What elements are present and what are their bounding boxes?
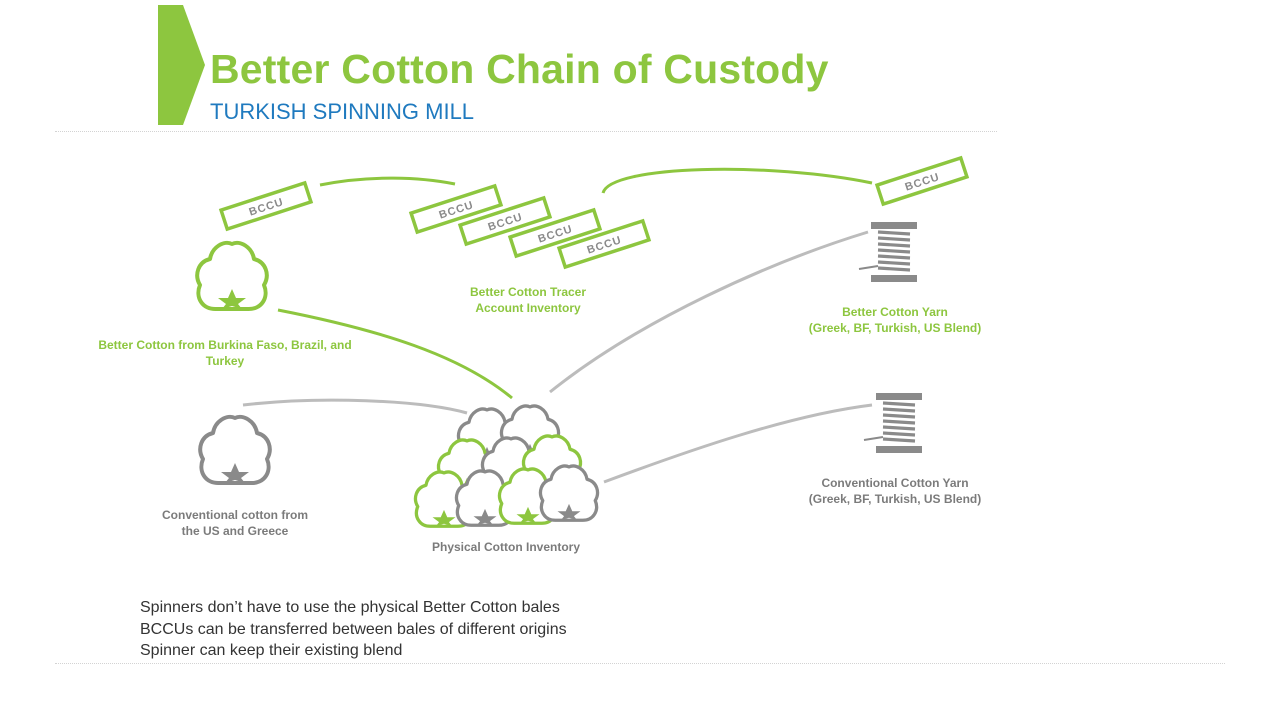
connector-tracer-to-yarn (601, 167, 873, 194)
accent-chevron (158, 5, 205, 125)
connector-physical-to-bc-yarn (549, 230, 869, 394)
conventional-cotton-yarn-spool (862, 391, 924, 455)
better-cotton-boll (195, 240, 269, 312)
label-conventional-origin-line2: the US and Greece (181, 524, 289, 538)
bccu-token: BCCU (556, 218, 652, 270)
key-point: Spinners don’t have to use the physical … (140, 599, 560, 616)
label-conventional-origin-line1: Conventional cotton from (162, 508, 308, 522)
bccu-token: BCCU (507, 207, 603, 259)
label-better-cotton-yarn-title: Better Cotton Yarn (842, 305, 948, 319)
key-point: BCCUs can be transferred between bales o… (140, 620, 567, 638)
label-tracer-inventory: Better Cotton Tracer Account Inventory (469, 285, 587, 315)
label-physical-inventory: Physical Cotton Inventory (431, 540, 581, 554)
connector-bc-to-physical (277, 308, 513, 400)
label-better-cotton-yarn: Better Cotton Yarn (Greek, BF, Turkish, … (760, 304, 1030, 336)
label-conventional-yarn-blend: (Greek, BF, Turkish, US Blend) (808, 492, 982, 506)
label-conventional-yarn: Conventional Cotton Yarn (Greek, BF, Tur… (760, 475, 1030, 507)
label-conventional-origin: Conventional cotton from the US and Gree… (130, 507, 340, 539)
bccu-token: BCCU (457, 195, 553, 247)
better-cotton-yarn-spool (857, 220, 919, 284)
label-better-cotton-yarn-blend: (Greek, BF, Turkish, US Blend) (808, 321, 982, 335)
key-points: Spinners don’t have to use the physical … (140, 597, 567, 662)
connector-bccu-to-tracer (319, 176, 456, 187)
bccu-token: BCCU (218, 180, 314, 232)
conventional-cotton-boll (198, 414, 272, 486)
footer-divider (55, 663, 1225, 664)
page-title: Better Cotton Chain of Custody (210, 46, 829, 92)
label-conventional-yarn-title: Conventional Cotton Yarn (821, 476, 969, 490)
page-subtitle: TURKISH SPINNING MILL (210, 99, 475, 124)
bccu-token: BCCU (874, 155, 970, 207)
header-divider (55, 131, 997, 132)
connector-conv-to-physical (242, 398, 468, 415)
connector-physical-to-conv-yarn (603, 403, 873, 484)
physical-inventory-pile (413, 404, 600, 528)
bccu-token: BCCU (408, 183, 504, 235)
key-point: Spinner can keep their existing blend (140, 642, 403, 659)
label-better-cotton-origin: Better Cotton from Burkina Faso, Brazil,… (98, 338, 352, 368)
